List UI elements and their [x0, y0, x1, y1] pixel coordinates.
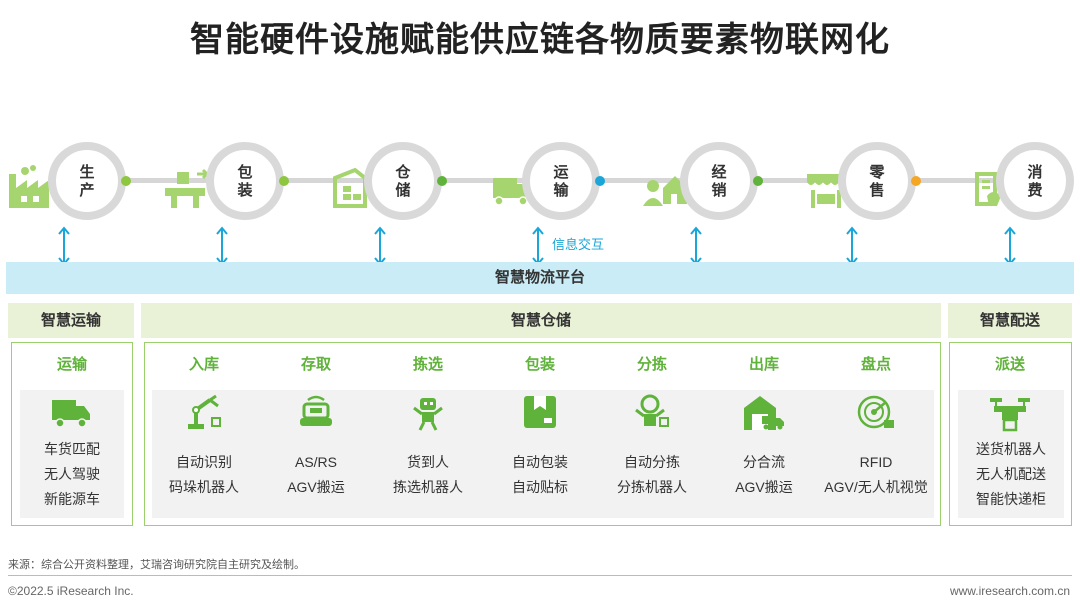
column-title-inventory: 盘点 [860, 356, 891, 373]
outbound-icon [744, 396, 784, 430]
bidirectional-arrow-icon [374, 226, 386, 266]
source-note: 来源：综合公开资料整理，艾瑞咨询研究院自主研究及绘制。 [8, 559, 305, 571]
column-text-storage: AS/RS AGV搬运 [287, 454, 345, 495]
bidirectional-arrow-icon [58, 226, 70, 266]
stage-dot [437, 176, 447, 186]
column-text-picking: 货到人 拣选机器人 [393, 454, 463, 495]
drone-icon [990, 398, 1030, 432]
stage-dot [121, 176, 131, 186]
stage-dot [595, 176, 605, 186]
sorting-robot-icon [635, 394, 669, 427]
column-title-picking: 拣选 [412, 356, 443, 373]
section-head-delivery: 智慧配送 [948, 303, 1072, 338]
chain-connector [910, 178, 1010, 183]
bidirectional-arrow-icon [1004, 226, 1016, 266]
factory-icon [9, 165, 49, 208]
info-interaction-label: 信息交互 [552, 237, 605, 252]
bidirectional-arrow-icon [690, 226, 702, 266]
bidirectional-arrow-icon [846, 226, 858, 266]
column-title-storage: 存取 [300, 356, 331, 373]
chain-stage-production: 生产 [3, 142, 153, 220]
column-title-outbound: 出库 [748, 356, 779, 373]
chain-stage-warehouse: 仓储 [319, 142, 469, 220]
page-title: 智能硬件设施赋能供应链各物质要素物联网化 [190, 21, 890, 59]
chain-stage-distribution: 经销 [635, 142, 785, 220]
stage-label: 运输 [553, 164, 569, 199]
store-icon [807, 174, 845, 208]
column-title-sorting: 分拣 [636, 356, 667, 373]
stage-dot [753, 176, 763, 186]
section-head-transport: 智慧运输 [8, 303, 134, 338]
picking-robot-icon [413, 398, 443, 431]
stage-ring [522, 142, 600, 220]
footer-divider [8, 575, 1072, 576]
website-link[interactable]: www.iresearch.com.cn [949, 584, 1070, 598]
stage-dot [911, 176, 921, 186]
column-text-sorting: 自动分拣 分拣机器人 [617, 454, 687, 495]
stage-label: 生产 [79, 164, 95, 199]
stage-dot [279, 176, 289, 186]
stage-ring [680, 142, 758, 220]
agv-icon [300, 395, 332, 426]
stage-label: 经销 [711, 164, 727, 199]
package-icon [524, 396, 556, 428]
column-title-transport: 运输 [56, 356, 87, 373]
stage-label: 包装 [237, 164, 253, 199]
copyright: ©2022.5 iResearch Inc. [8, 584, 134, 598]
column-text-transport: 车货匹配 无人驾驶 新能源车 [44, 441, 100, 507]
column-text-packing: 自动包装 自动贴标 [512, 454, 568, 495]
column-text-inventory: RFID AGV/无人机视觉 [824, 454, 928, 495]
consumer-icon [975, 172, 1001, 206]
bidirectional-arrow-icon [216, 226, 228, 266]
column-text-outbound: 分合流 AGV搬运 [735, 454, 793, 495]
column-text-delivery: 送货机器人 无人机配送 智能快递柜 [976, 441, 1046, 507]
chain-stage-packing: 包装 [161, 142, 311, 220]
stage-label: 仓储 [395, 164, 411, 199]
smart-logistics-platform: 智慧物流平台 [6, 262, 1074, 294]
column-title-delivery: 派送 [994, 356, 1025, 373]
chain-stage-retail: 零售 [793, 142, 943, 220]
robot-arm-icon [188, 394, 221, 429]
bidirectional-arrow-icon [532, 226, 544, 266]
stage-ring [996, 142, 1074, 220]
stage-label: 消费 [1027, 164, 1043, 199]
radar-icon [857, 395, 894, 429]
truck-icon [52, 400, 90, 428]
chain-stage-consumption: 消费 [951, 142, 1080, 220]
column-title-packing: 包装 [524, 356, 555, 373]
chain-stage-transport: 运输 [477, 142, 627, 220]
column-text-inbound: 自动识别 码垛机器人 [169, 454, 239, 495]
column-title-inbound: 入库 [188, 356, 219, 373]
section-head-warehouse: 智慧仓储 [141, 303, 941, 338]
stage-label: 零售 [869, 164, 885, 199]
